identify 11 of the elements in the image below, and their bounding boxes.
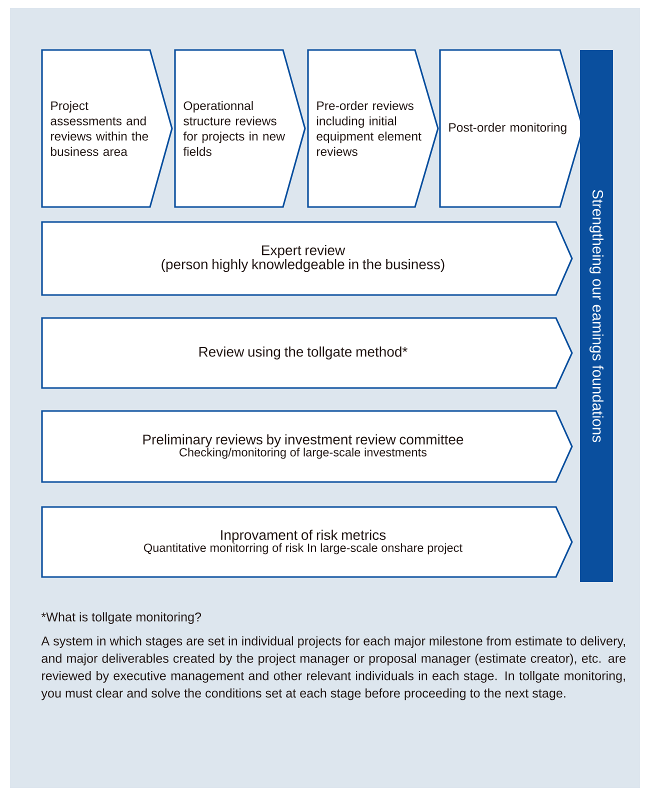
- chevron-box: Project assessments and reviews within the business area: [41, 49, 173, 208]
- chevron-box: Preliminary reviews by investment review committee Checking/monitoring of large-scale investments: [41, 410, 573, 483]
- vertical-banner: Strengtheing our eamings foundations: [580, 50, 613, 582]
- chevron-box: Post-order monitoring: [439, 49, 584, 208]
- chevron-box: Operationnal structure reviews for projects in new fields: [174, 49, 306, 208]
- footnote-heading: *What is tollgate monitoring?: [41, 612, 202, 624]
- chevron-box: Pre-order reviews including initial equipment element reviews: [307, 49, 439, 208]
- chevron-box: Review using the tollgate method*: [41, 317, 573, 389]
- footnote-text: A system in which stages are set in individual projects for each major milestone from estimate to delivery, and major deliverables created by the project manager or proposal manager (estimate creator), etc. are reviewed by executive management and other relevant individuals in each stage. In tollgate monitoring, you must clear and solve the conditions set at each stage before proceeding to the next stage.: [41, 636, 626, 700]
- chevron-box: Inprovament of risk metrics Quantitative monitorring of risk In large-scale onshare project: [41, 506, 573, 578]
- chevron-box: Expert review (person highly knowledgeable in the business): [41, 221, 573, 296]
